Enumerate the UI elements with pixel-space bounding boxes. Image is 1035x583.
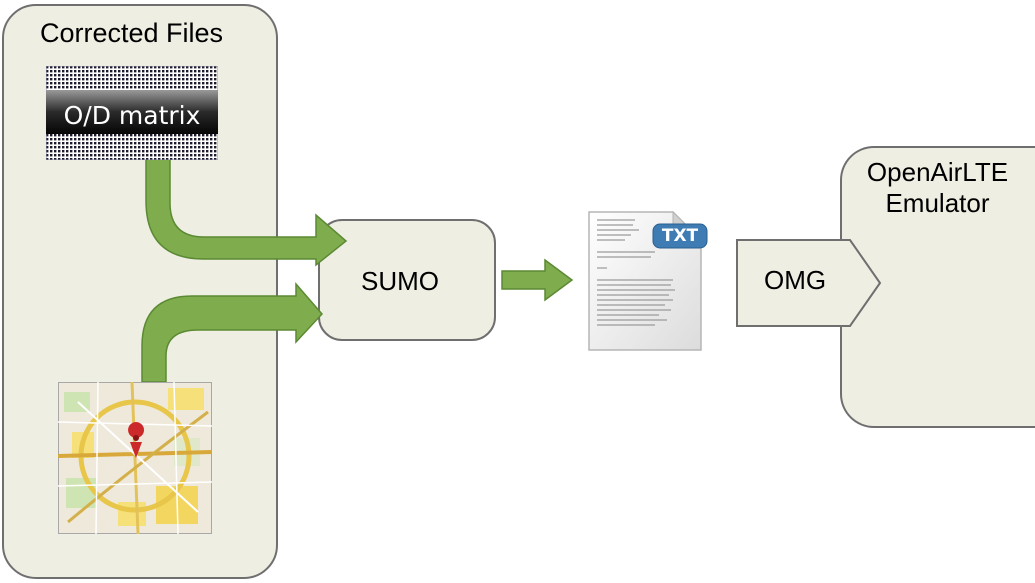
omg-label: OMG (764, 265, 827, 295)
txt-badge-label: TXT (661, 226, 699, 246)
txt-badge (652, 223, 708, 249)
od-matrix-image (46, 66, 218, 160)
emulator-title: OpenAirLTE Emulator (866, 157, 1009, 218)
location-pin-icon (128, 422, 145, 458)
arrow-od-to-sumo (145, 150, 348, 267)
arrow-map-to-sumo (141, 281, 324, 383)
corrected-files-title: Corrected Files (40, 18, 224, 48)
sumo-label: SUMO (361, 266, 439, 296)
text-document-icon (588, 210, 708, 351)
od-matrix-label: O/D matrix (63, 101, 201, 130)
arrow-sumo-to-file (501, 258, 574, 302)
sumo-box (318, 219, 496, 341)
map-image (58, 382, 212, 534)
omg-chevron-shape (736, 239, 882, 327)
